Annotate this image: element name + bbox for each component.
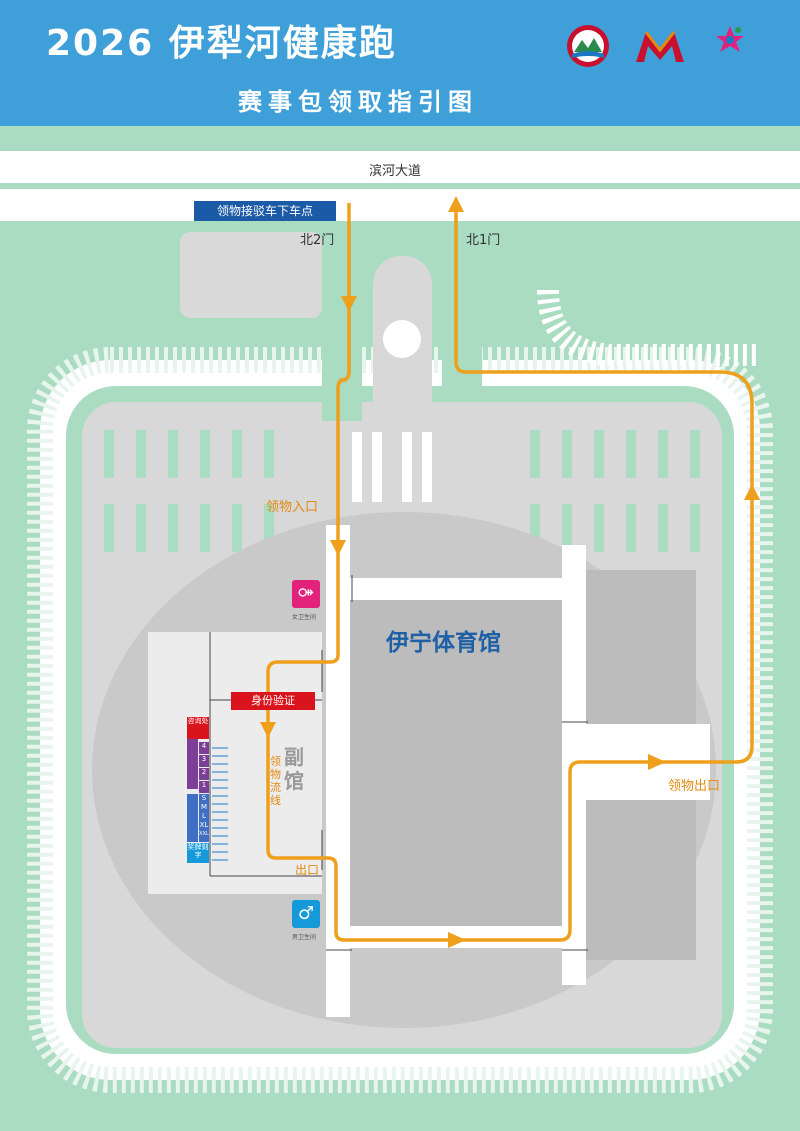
- annex-name: 副馆: [284, 745, 304, 793]
- parking-lot: [180, 232, 322, 318]
- header-banner: 2026 伊犁河健康跑 赛事包领取指引图: [0, 0, 800, 126]
- event-emblem-icon: [567, 25, 609, 67]
- bib-desk-1: 1: [199, 781, 209, 793]
- gate-label-north-1: 北1门: [466, 233, 501, 248]
- m-brand-icon: [636, 31, 684, 62]
- sports-lottery-icon: [716, 26, 744, 52]
- bib-desk-2: 2: [199, 768, 209, 780]
- male-toilet-label: 男卫生间: [292, 934, 317, 941]
- size-desk-xl: XL: [199, 821, 209, 830]
- bib-desk-4: 4: [199, 742, 209, 754]
- size-desk-xxl: XXL: [199, 830, 209, 842]
- info-desk-label: 咨询处: [187, 717, 209, 725]
- pickup-entrance-label: 领物入口: [266, 500, 319, 515]
- annex-building: [148, 632, 322, 894]
- female-toilet-label: 女卫生间: [292, 614, 317, 621]
- page-title: 2026 伊犁河健康跑: [46, 23, 397, 64]
- main-stadium-building: [350, 600, 562, 926]
- male-toilet-icon: ♂: [292, 900, 320, 928]
- kit-desk-label-block: [187, 794, 198, 842]
- page-subtitle: 赛事包领取指引图: [238, 88, 478, 116]
- size-desk-m: M: [199, 803, 209, 812]
- bib-desk-3: 3: [199, 755, 209, 767]
- pickup-flow-label: 领物流线: [270, 755, 281, 807]
- shuttle-drop-off-sign: 领物接驳车下车点: [194, 201, 336, 221]
- road-label-main: 滨河大道: [369, 164, 422, 179]
- entrance-driveway: [373, 256, 432, 496]
- gate-label-north-2: 北2门: [300, 233, 335, 248]
- medal-engraving-desk: 奖牌刻字: [187, 843, 209, 863]
- size-desk-s: S: [199, 794, 209, 803]
- female-toilet-icon: ⚩: [292, 580, 320, 608]
- pickup-exit-label: 领物出口: [668, 779, 721, 794]
- info-desk: 咨询处: [187, 717, 209, 739]
- size-desk-l: L: [199, 812, 209, 821]
- bib-desk-label-block: [187, 739, 198, 789]
- venue-name: 伊宁体育馆: [386, 630, 501, 656]
- id-verification-sign: 身份验证: [231, 692, 315, 710]
- exit-label: 出口: [295, 863, 320, 877]
- medal-engraving-label: 奖牌刻字: [187, 843, 209, 859]
